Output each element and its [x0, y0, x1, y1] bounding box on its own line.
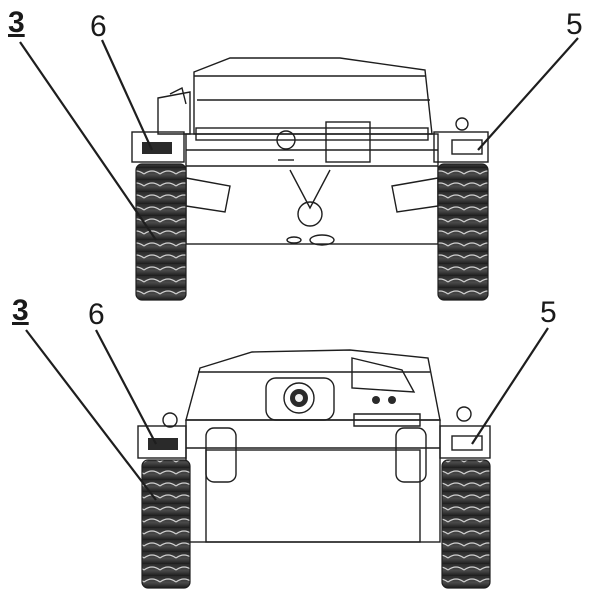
right-track-front — [441, 459, 491, 589]
callout-label-3-front: 3 — [12, 294, 29, 327]
callout-label-6-front: 6 — [88, 298, 105, 331]
left-lamp-plate-icon — [142, 142, 172, 154]
right-lamp-plate-front — [439, 425, 491, 459]
callout-label-5: 5 — [566, 8, 583, 41]
callout-label-6: 6 — [90, 10, 107, 43]
callout-line-5-front — [471, 327, 549, 445]
callout-label-5-front: 5 — [540, 296, 557, 329]
right-lamp-plate — [433, 131, 489, 163]
callout-line-3-front — [25, 329, 157, 501]
callout-line-3 — [19, 41, 157, 241]
left-lamp-plate — [131, 131, 185, 163]
callout-line-6-front — [95, 329, 157, 445]
right-track — [437, 163, 489, 301]
callout-line-6 — [100, 39, 154, 151]
rear-view: 3 6 5 — [8, 6, 583, 301]
left-lamp-plate-front — [137, 425, 187, 459]
left-track-front — [141, 459, 191, 589]
left-lamp-plate-front-icon — [148, 438, 178, 450]
callout-label-3: 3 — [8, 6, 25, 39]
left-track — [135, 163, 187, 301]
front-view: 3 6 5 — [12, 294, 557, 589]
callout-line-5 — [477, 37, 579, 151]
